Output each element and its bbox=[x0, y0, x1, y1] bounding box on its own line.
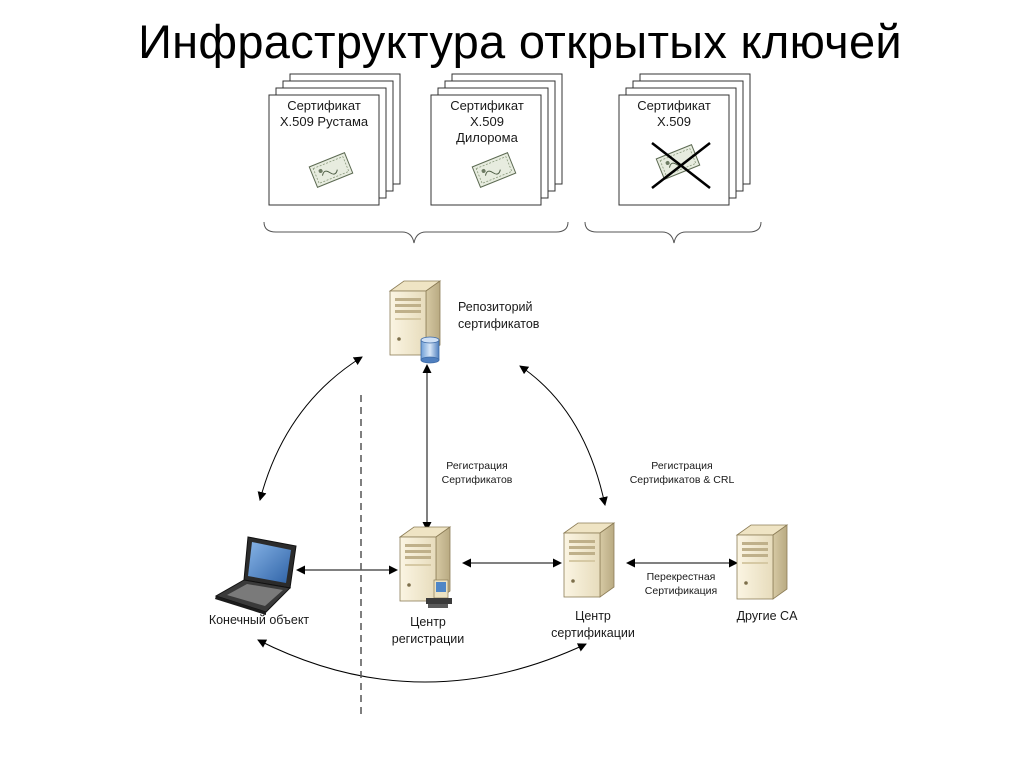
end-entity-node: Конечный объект bbox=[209, 536, 310, 627]
repository-label-line1: Репозиторий bbox=[458, 300, 533, 314]
repository-endentity-arrow bbox=[257, 356, 363, 501]
cross-certification-label-line1: Перекрестная bbox=[647, 571, 716, 583]
repository-node: Репозиторий сертификатов bbox=[389, 280, 540, 364]
certificate-label-line1: Сертификат bbox=[450, 98, 524, 113]
database-icon bbox=[420, 336, 440, 364]
certificate-label-line2: X.509 bbox=[657, 114, 691, 129]
certificate-label-line2: X.509 bbox=[470, 114, 504, 129]
revoked-certificates-brace bbox=[584, 221, 762, 244]
repository-ca-arrow bbox=[519, 365, 608, 506]
valid-certificates-brace bbox=[263, 221, 569, 244]
registration-center-label-line2: регистрации bbox=[392, 632, 464, 646]
end-entity-label: Конечный объект bbox=[209, 613, 310, 627]
certificate-label-line2: X.509 Рустама bbox=[280, 114, 369, 129]
ra-repository-label-line1: Регистрация bbox=[446, 460, 507, 472]
server-icon bbox=[563, 522, 615, 598]
ca-repository-label-line2: Сертификатов & CRL bbox=[630, 474, 735, 486]
certificate-stack-rustam: Сертификат X.509 Рустама bbox=[268, 73, 401, 206]
endentity-ca-arrow bbox=[257, 639, 587, 683]
other-ca-label: Другие CA bbox=[737, 609, 799, 623]
slide-title: Инфраструктура открытых ключей bbox=[138, 15, 902, 68]
certificate-stack-dilorom: Сертификат X.509 Дилорома bbox=[430, 73, 563, 206]
cross-certification-label-line2: Сертификация bbox=[645, 585, 717, 597]
workstation-icon bbox=[426, 579, 452, 608]
other-ca-node: Другие CA bbox=[736, 524, 799, 623]
laptop-icon bbox=[214, 536, 297, 615]
ca-repository-label-line1: Регистрация bbox=[651, 460, 712, 472]
certificate-stack-revoked: Сертификат X.509 bbox=[618, 73, 751, 206]
certificate-label-line1: Сертификат bbox=[637, 98, 711, 113]
server-icon bbox=[736, 524, 788, 600]
certification-center-label-line1: Центр bbox=[575, 609, 611, 623]
revoked-cross-icon bbox=[651, 142, 711, 189]
certificate-label-line3: Дилорома bbox=[456, 130, 518, 145]
certification-center-label-line2: сертификации bbox=[551, 626, 635, 640]
registration-center-label-line1: Центр bbox=[410, 615, 446, 629]
certification-center-node: Центр сертификации bbox=[551, 522, 635, 640]
certificate-label-line1: Сертификат bbox=[287, 98, 361, 113]
registration-center-node: Центр регистрации bbox=[392, 526, 464, 646]
repository-label-line2: сертификатов bbox=[458, 317, 540, 331]
ra-repository-label-line2: Сертификатов bbox=[442, 474, 513, 486]
